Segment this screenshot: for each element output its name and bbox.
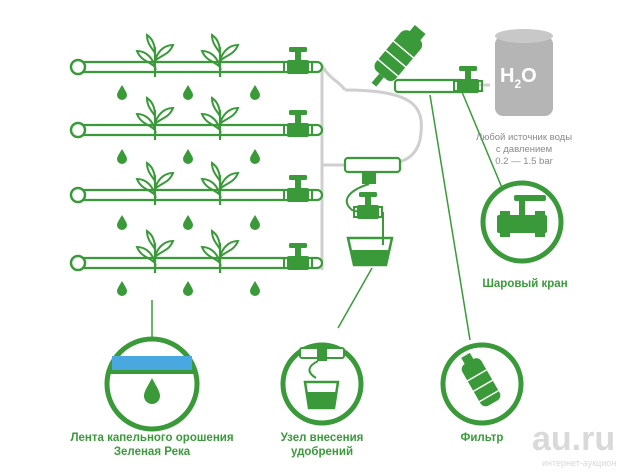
drip-row-4 — [69, 229, 324, 296]
fertilizer-label-line-2: удобрений — [290, 446, 354, 458]
drip-tape-label: Лента капельного орошения Зеленая Река — [62, 431, 242, 459]
row-valve-2 — [283, 109, 313, 138]
drip-row-1 — [69, 33, 324, 100]
row-valve-1 — [283, 46, 313, 75]
filter-label: Фильтр — [460, 432, 504, 444]
ball-valve-circle — [480, 180, 564, 264]
drip-row-2 — [69, 96, 324, 164]
row-valve-3 — [283, 174, 313, 203]
water-source-line-3: 0.2 — 1.5 bar — [495, 156, 553, 167]
filter-circle — [440, 342, 524, 426]
drip-tape-label-line-1: Лента капельного орошения — [70, 432, 234, 444]
fertilizer-unit — [343, 156, 402, 267]
drip-row-3 — [69, 161, 324, 230]
water-source-description: Любой источник воды с давлением 0.2 — 1.… — [470, 132, 578, 168]
h2o-symbol: H2O — [500, 65, 537, 91]
fertilizer-label-line-1: Узел внесения — [280, 432, 364, 444]
main-filter — [371, 25, 426, 87]
row-valve-4 — [283, 242, 313, 271]
water-source-line-1: Любой источник воды — [475, 132, 573, 143]
callout-lines — [151, 91, 506, 341]
fertilizer-circle — [280, 342, 364, 426]
watermark-logo: au.ru — [532, 420, 616, 458]
fertilizer-label: Узел внесения удобрений — [262, 431, 382, 459]
main-valve — [453, 65, 483, 94]
drip-tape-label-line-2: Зеленая Река — [113, 446, 191, 458]
water-tank — [495, 29, 553, 116]
watermark-tagline: интернет-аукцион — [542, 458, 617, 468]
drip-tape-circle — [104, 336, 200, 432]
ball-valve-label: Шаровый кран — [482, 278, 568, 290]
water-source-line-2: с давлением — [495, 144, 553, 155]
